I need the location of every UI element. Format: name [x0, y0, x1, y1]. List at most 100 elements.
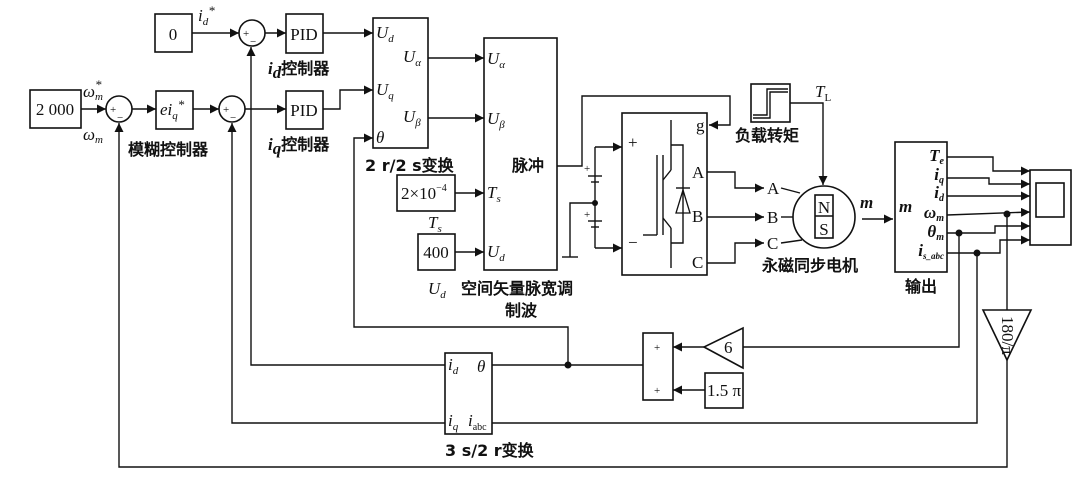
svg-text:Te: Te [929, 146, 944, 167]
label-wm-star: ωm* [83, 77, 103, 103]
constant-ts[interactable] [396, 174, 456, 212]
label-ud: Ud [428, 279, 446, 301]
svg-text:A: A [692, 163, 705, 182]
svg-text:A: A [767, 179, 780, 198]
svg-text:iq: iq [448, 411, 459, 433]
svg-text:+: + [654, 342, 660, 354]
svg-text:m: m [899, 197, 912, 216]
scope-screen-icon [1035, 182, 1065, 218]
wire-load-torque [790, 102, 828, 185]
svg-text:B: B [692, 207, 703, 226]
constant-ud[interactable] [417, 233, 456, 271]
svg-text:180/π: 180/π [998, 316, 1017, 355]
label-id-star: id* [198, 3, 215, 28]
wire-theta [353, 133, 569, 365]
svg-text:+: + [223, 104, 229, 116]
svg-text:Ud: Ud [487, 242, 505, 264]
svg-text:iabc: iabc [468, 411, 487, 433]
wire-iq-feedback [227, 123, 445, 424]
svg-text:m: m [860, 193, 873, 212]
svg-text:Uα: Uα [403, 47, 421, 69]
svg-text:id: id [934, 183, 945, 204]
svg-text:id: id [448, 355, 459, 377]
svg-text:θ: θ [376, 128, 384, 147]
wire-id-feedback [246, 47, 445, 366]
svg-text:0: 0 [169, 25, 178, 44]
sum-iq[interactable]: + − [218, 95, 246, 124]
svg-text:Uq: Uq [376, 80, 394, 102]
label-fuzzy-controller: 模糊控制器 [128, 140, 209, 159]
wire-pid-uq [323, 85, 373, 110]
svg-text:+: + [654, 385, 660, 397]
svg-text:Ud: Ud [376, 23, 394, 45]
svg-text:θm: θm [927, 222, 944, 243]
sum-id[interactable]: + − [238, 19, 266, 48]
svg-text:−: − [230, 112, 236, 124]
dc-source-icon: + + [584, 163, 602, 228]
label-id-controller: id控制器 [268, 59, 330, 82]
label-load-torque: 负载转矩 [735, 126, 799, 145]
svg-text:Uβ: Uβ [487, 109, 505, 131]
svg-text:+: + [628, 133, 638, 152]
label-ts: Ts [428, 213, 442, 235]
label-iq-controller: iq控制器 [268, 135, 330, 158]
label-pmsm: 永磁同步电机 [761, 256, 858, 275]
wire-speed-feedback [114, 123, 1008, 468]
label-tl: TL [815, 82, 831, 104]
pid-id-block[interactable] [285, 13, 324, 54]
svg-text:脉冲: 脉冲 [511, 156, 544, 175]
label-clarke-park: 3 s/2 r变换 [445, 441, 535, 460]
svg-text:+: + [584, 209, 590, 221]
svg-text:PID: PID [290, 101, 317, 120]
svg-text:iq: iq [934, 165, 944, 186]
svg-text:2×10−4: 2×10−4 [401, 183, 447, 203]
svg-text:−: − [250, 36, 256, 48]
svg-text:N: N [818, 198, 830, 217]
svg-text:Ts: Ts [487, 183, 501, 205]
clarke-park-block[interactable] [444, 352, 493, 435]
svg-text:C: C [692, 253, 703, 272]
svg-text:+: + [243, 28, 249, 40]
wire-ground [569, 202, 595, 257]
constant-speed-ref[interactable] [29, 89, 82, 129]
igbt-icon [643, 120, 691, 268]
label-wm: ωm [83, 125, 103, 146]
svg-text:θ: θ [477, 357, 485, 376]
svg-text:B: B [767, 208, 778, 227]
inverter-block[interactable] [621, 112, 708, 276]
inverse-park-block[interactable] [372, 17, 429, 149]
svg-text:g: g [696, 116, 705, 135]
fuzzy-controller-block[interactable] [155, 90, 194, 130]
wire-phase-a [707, 171, 764, 193]
svg-text:S: S [819, 220, 828, 239]
sum-speed[interactable]: + − [105, 95, 133, 124]
gain-rad-to-deg[interactable] [981, 309, 1033, 362]
pid-iq-block[interactable] [285, 90, 324, 130]
svg-text:eiq*: eiq* [160, 97, 185, 122]
add-block[interactable] [642, 332, 674, 401]
svg-text:is_abc: is_abc [918, 241, 944, 261]
svg-text:1.5 π: 1.5 π [707, 381, 742, 400]
svg-text:ωm: ωm [924, 203, 944, 224]
wire-pulse [557, 95, 731, 167]
gain-pole-pairs[interactable] [702, 326, 744, 370]
wires [81, 28, 1031, 468]
svg-text:−: − [117, 112, 123, 124]
svg-text:2 000: 2 000 [36, 100, 74, 119]
svg-text:−: − [628, 233, 638, 252]
output-demux-block[interactable] [894, 141, 948, 273]
svg-text:Uα: Uα [487, 49, 505, 71]
svg-text:制波: 制波 [505, 301, 538, 320]
svg-text:Uβ: Uβ [403, 107, 421, 129]
svg-text:C: C [767, 234, 778, 253]
label-output: 输出 [905, 277, 937, 296]
constant-offset[interactable] [704, 372, 744, 409]
svpwm-block[interactable] [483, 37, 558, 271]
label-svpwm: 空间矢量脉宽调 [461, 279, 573, 298]
label-inverse-park: 2 r/2 s变换 [365, 156, 455, 175]
constant-id-ref[interactable] [154, 13, 193, 53]
svg-text:PID: PID [290, 25, 317, 44]
svg-text:400: 400 [423, 243, 449, 262]
step-icon [753, 91, 788, 119]
